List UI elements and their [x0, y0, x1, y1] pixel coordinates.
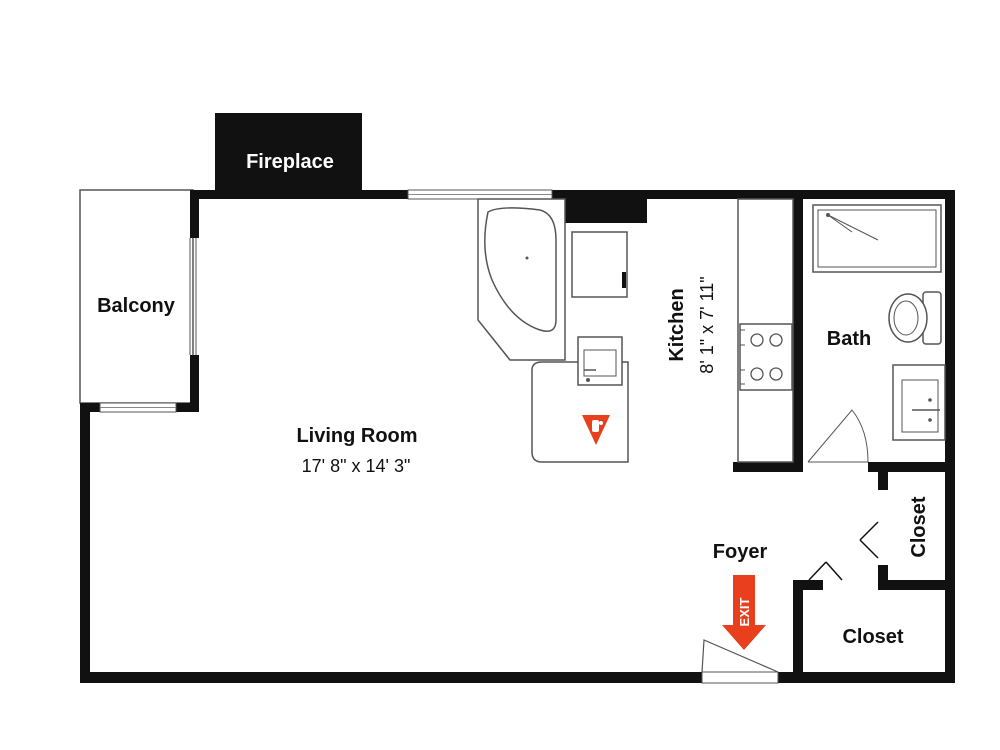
fireplace-block	[215, 113, 362, 190]
balcony-window	[99, 402, 177, 413]
living-room-label: Living Room	[296, 425, 417, 447]
kitchen-island	[531, 336, 629, 463]
interior-walls	[733, 190, 955, 683]
kitchen-dimensions: 8' 1" x 7' 11"	[697, 276, 717, 373]
refrigerator-icon	[571, 231, 628, 298]
bath-label: Bath	[827, 328, 871, 350]
balcony-label: Balcony	[97, 295, 176, 317]
sink-icon	[577, 336, 623, 386]
exit-arrow-icon: EXIT	[722, 575, 766, 650]
entry-door[interactable]	[701, 639, 779, 684]
kitchen-label: Kitchen	[666, 288, 688, 361]
lower-closet-door[interactable]	[808, 561, 843, 581]
upper-closet-label: Closet	[908, 496, 930, 557]
exterior-walls	[80, 190, 955, 683]
living-room-dimensions: 17' 8" x 14' 3"	[302, 456, 411, 476]
top-window	[407, 189, 553, 200]
foyer-label: Foyer	[713, 541, 768, 563]
bath-door[interactable]	[807, 409, 869, 463]
balcony-outline	[79, 189, 194, 404]
bath-sink-icon	[892, 364, 946, 441]
toilet-icon	[888, 291, 942, 345]
fire-extinguisher-icon	[582, 415, 610, 445]
corner-tub-icon	[477, 198, 566, 361]
upper-closet-door[interactable]	[859, 521, 879, 559]
lower-closet-label: Closet	[842, 626, 903, 648]
bathtub-icon	[812, 204, 942, 273]
stove-icon	[739, 323, 793, 391]
fireplace-label: Fireplace	[246, 151, 334, 173]
exit-sign-label: EXIT	[737, 597, 752, 626]
